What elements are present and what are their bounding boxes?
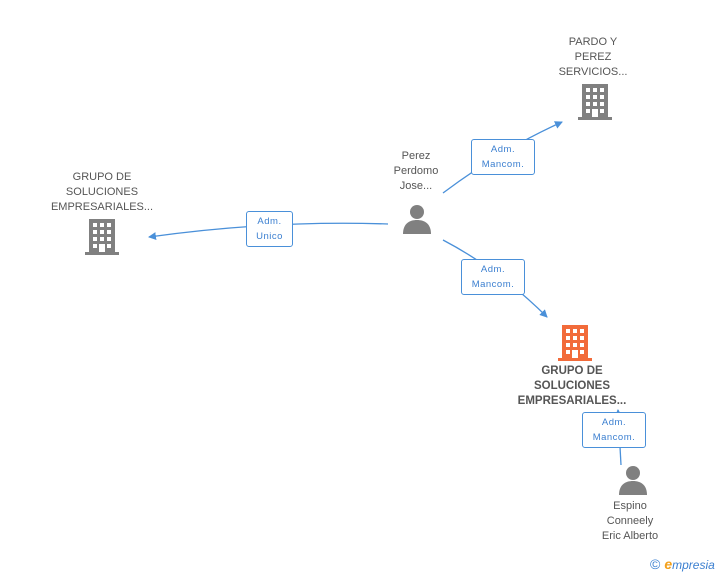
- copyright-symbol: ©: [650, 556, 661, 572]
- footer-brand: © empresia: [650, 554, 715, 574]
- company-label-grupo-left[interactable]: GRUPO DE SOLUCIONES EMPRESARIALES...: [50, 171, 154, 213]
- relation-label-to-pardo[interactable]: Adm. Mancom.: [471, 139, 535, 175]
- relation-label-to-grupo-main[interactable]: Adm. Mancom.: [461, 259, 525, 295]
- person-label-espino[interactable]: Espino Conneely Eric Alberto: [601, 500, 659, 542]
- person-label-perez[interactable]: Perez Perdomo Jose...: [393, 150, 439, 192]
- building-icon[interactable]: [578, 84, 612, 120]
- relation-label-to-grupo-left[interactable]: Adm. Unico: [246, 211, 293, 247]
- company-label-grupo-main[interactable]: GRUPO DE SOLUCIONES EMPRESARIALES...: [517, 365, 627, 407]
- person-icon[interactable]: [402, 204, 432, 234]
- company-label-pardo[interactable]: PARDO Y PEREZ SERVICIOS...: [558, 36, 628, 78]
- person-icon[interactable]: [618, 465, 648, 495]
- relation-label-espino[interactable]: Adm. Mancom.: [582, 412, 646, 448]
- empresia-logo: empresia: [664, 556, 715, 572]
- building-icon[interactable]: [85, 219, 119, 255]
- building-icon[interactable]: [558, 325, 592, 361]
